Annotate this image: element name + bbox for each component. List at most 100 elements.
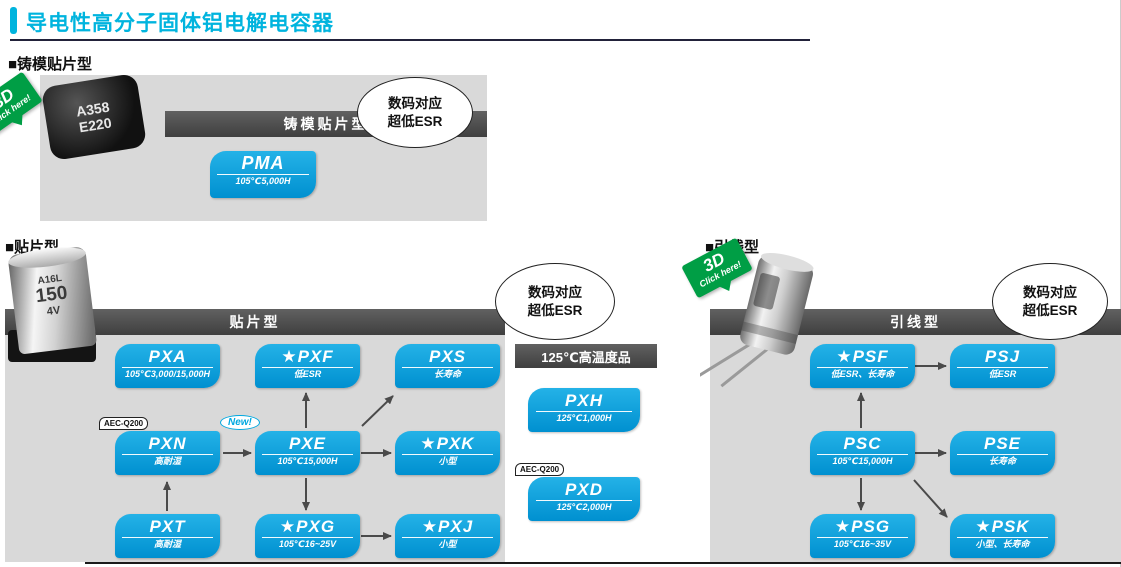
aec-q200-tag-pxn: AEC-Q200 — [99, 417, 149, 430]
lead-header-label: 引线型 — [890, 314, 941, 330]
product-spec: 低ESR — [988, 369, 1017, 379]
divider — [817, 454, 908, 455]
product-pma[interactable]: PMA 105℃5,000H — [210, 151, 316, 198]
esr-badge-line2: 超低ESR — [1022, 302, 1078, 318]
new-badge: New! — [220, 415, 260, 430]
product-spec: 125℃2,000H — [556, 502, 612, 512]
product-name: PSC — [843, 434, 882, 453]
product-spec: 低ESR、长寿命 — [830, 369, 895, 379]
product-pxe[interactable]: PXE 105℃15,000H — [255, 431, 360, 475]
product-name: PXT — [149, 517, 186, 536]
esr-badge-line2: 超低ESR — [387, 113, 443, 129]
product-pxj[interactable]: ★PXJ 小型 — [395, 514, 500, 558]
divider — [535, 411, 633, 412]
product-name: ★PSK — [975, 517, 1030, 536]
divider — [817, 367, 908, 368]
product-name: PXD — [565, 480, 603, 499]
3d-click-badge-molded[interactable]: 3D Click here! — [0, 71, 43, 137]
product-pxt[interactable]: PXT 高耐湿 — [115, 514, 220, 558]
molded-header-label: 铸模贴片型 — [283, 116, 369, 132]
product-pxn[interactable]: PXN 高耐湿 — [115, 431, 220, 475]
product-pse[interactable]: PSE 长寿命 — [950, 431, 1055, 475]
product-spec: 长寿命 — [988, 456, 1016, 466]
product-pxk[interactable]: ★PXK 小型 — [395, 431, 500, 475]
title-underline — [10, 39, 810, 41]
esr-badge-line1: 数码对应 — [388, 95, 442, 111]
product-name: PXH — [565, 391, 603, 410]
product-psf[interactable]: ★PSF 低ESR、长寿命 — [810, 344, 915, 388]
divider — [402, 367, 493, 368]
high-temp-header-label: 125℃高温度品 — [541, 349, 631, 365]
product-name: ★PXG — [279, 517, 336, 536]
product-psg[interactable]: ★PSG 105℃16~35V — [810, 514, 915, 558]
product-name: PMA — [241, 153, 285, 173]
page-title: 导电性高分子固体铝电解电容器 — [26, 12, 334, 35]
divider — [122, 537, 213, 538]
product-spec: 小型、长寿命 — [975, 539, 1030, 549]
product-pxs[interactable]: PXS 长寿命 — [395, 344, 500, 388]
product-spec: 低ESR — [293, 369, 322, 379]
divider — [402, 454, 493, 455]
product-psk[interactable]: ★PSK 小型、长寿命 — [950, 514, 1055, 558]
molded-capacitor-marking: A358 E220 — [48, 80, 141, 154]
product-name: ★PXK — [420, 434, 475, 453]
product-pxd[interactable]: PXD 125℃2,000H — [528, 477, 640, 521]
product-name: PXE — [288, 434, 327, 453]
product-spec: 105℃15,000H — [832, 456, 893, 466]
esr-badge-line1: 数码对应 — [528, 284, 582, 300]
divider — [122, 367, 213, 368]
chip-header-label: 贴片型 — [229, 314, 281, 330]
product-spec: 高耐湿 — [153, 456, 181, 466]
product-spec: 105℃15,000H — [277, 456, 338, 466]
product-name: ★PSG — [834, 517, 891, 536]
product-name: ★PXF — [281, 347, 334, 366]
esr-badge-chip: 数码对应 超低ESR — [495, 263, 615, 340]
molded-section-heading: ■铸模贴片型 — [8, 56, 93, 73]
product-name: PXN — [148, 434, 187, 453]
esr-badge-molded: 数码对应 超低ESR — [357, 77, 473, 148]
bottom-divider — [85, 562, 1121, 564]
chip-capacitor-photo: A16L 150 4V — [5, 243, 104, 367]
product-name: PXS — [428, 347, 467, 366]
product-name: PSE — [983, 434, 1022, 453]
aec-q200-tag-pxd: AEC-Q200 — [515, 463, 565, 476]
high-temp-header-bar: 125℃高温度品 — [515, 344, 657, 368]
product-psj[interactable]: PSJ 低ESR — [950, 344, 1055, 388]
molded-capacitor-photo: A358 E220 — [40, 72, 148, 162]
product-psc[interactable]: PSC 105℃15,000H — [810, 431, 915, 475]
esr-badge-lead: 数码对应 超低ESR — [992, 263, 1108, 340]
molded-cap-line2: E220 — [77, 114, 113, 136]
divider — [217, 174, 309, 175]
product-spec: 105℃16~25V — [278, 539, 337, 549]
product-pxg[interactable]: ★PXG 105℃16~25V — [255, 514, 360, 558]
product-name: ★PSF — [836, 347, 889, 366]
divider — [957, 454, 1048, 455]
product-spec: 高耐湿 — [153, 539, 181, 549]
divider — [262, 454, 353, 455]
esr-badge-line2: 超低ESR — [527, 302, 583, 318]
divider — [122, 454, 213, 455]
product-spec: 小型 — [438, 456, 457, 466]
divider — [957, 537, 1048, 538]
product-name: ★PXJ — [421, 517, 474, 536]
product-spec: 105℃5,000H — [235, 176, 291, 186]
product-pxh[interactable]: PXH 125℃1,000H — [528, 388, 640, 432]
product-spec: 小型 — [438, 539, 457, 549]
esr-badge-line1: 数码对应 — [1023, 284, 1077, 300]
product-spec: 长寿命 — [433, 369, 461, 379]
divider — [262, 537, 353, 538]
divider — [817, 537, 908, 538]
product-pxf[interactable]: ★PXF 低ESR — [255, 344, 360, 388]
divider — [262, 367, 353, 368]
product-spec: 105℃16~35V — [833, 539, 892, 549]
divider — [535, 500, 633, 501]
product-pxa[interactable]: PXA 105℃3,000/15,000H — [115, 344, 220, 388]
product-spec: 125℃1,000H — [556, 413, 612, 423]
divider — [957, 367, 1048, 368]
product-spec: 105℃3,000/15,000H — [125, 369, 210, 379]
divider — [402, 537, 493, 538]
title-accent-bar — [10, 7, 17, 34]
product-name: PSJ — [984, 347, 1021, 366]
product-name: PXA — [148, 347, 187, 366]
lead-capacitor-photo — [700, 252, 814, 388]
